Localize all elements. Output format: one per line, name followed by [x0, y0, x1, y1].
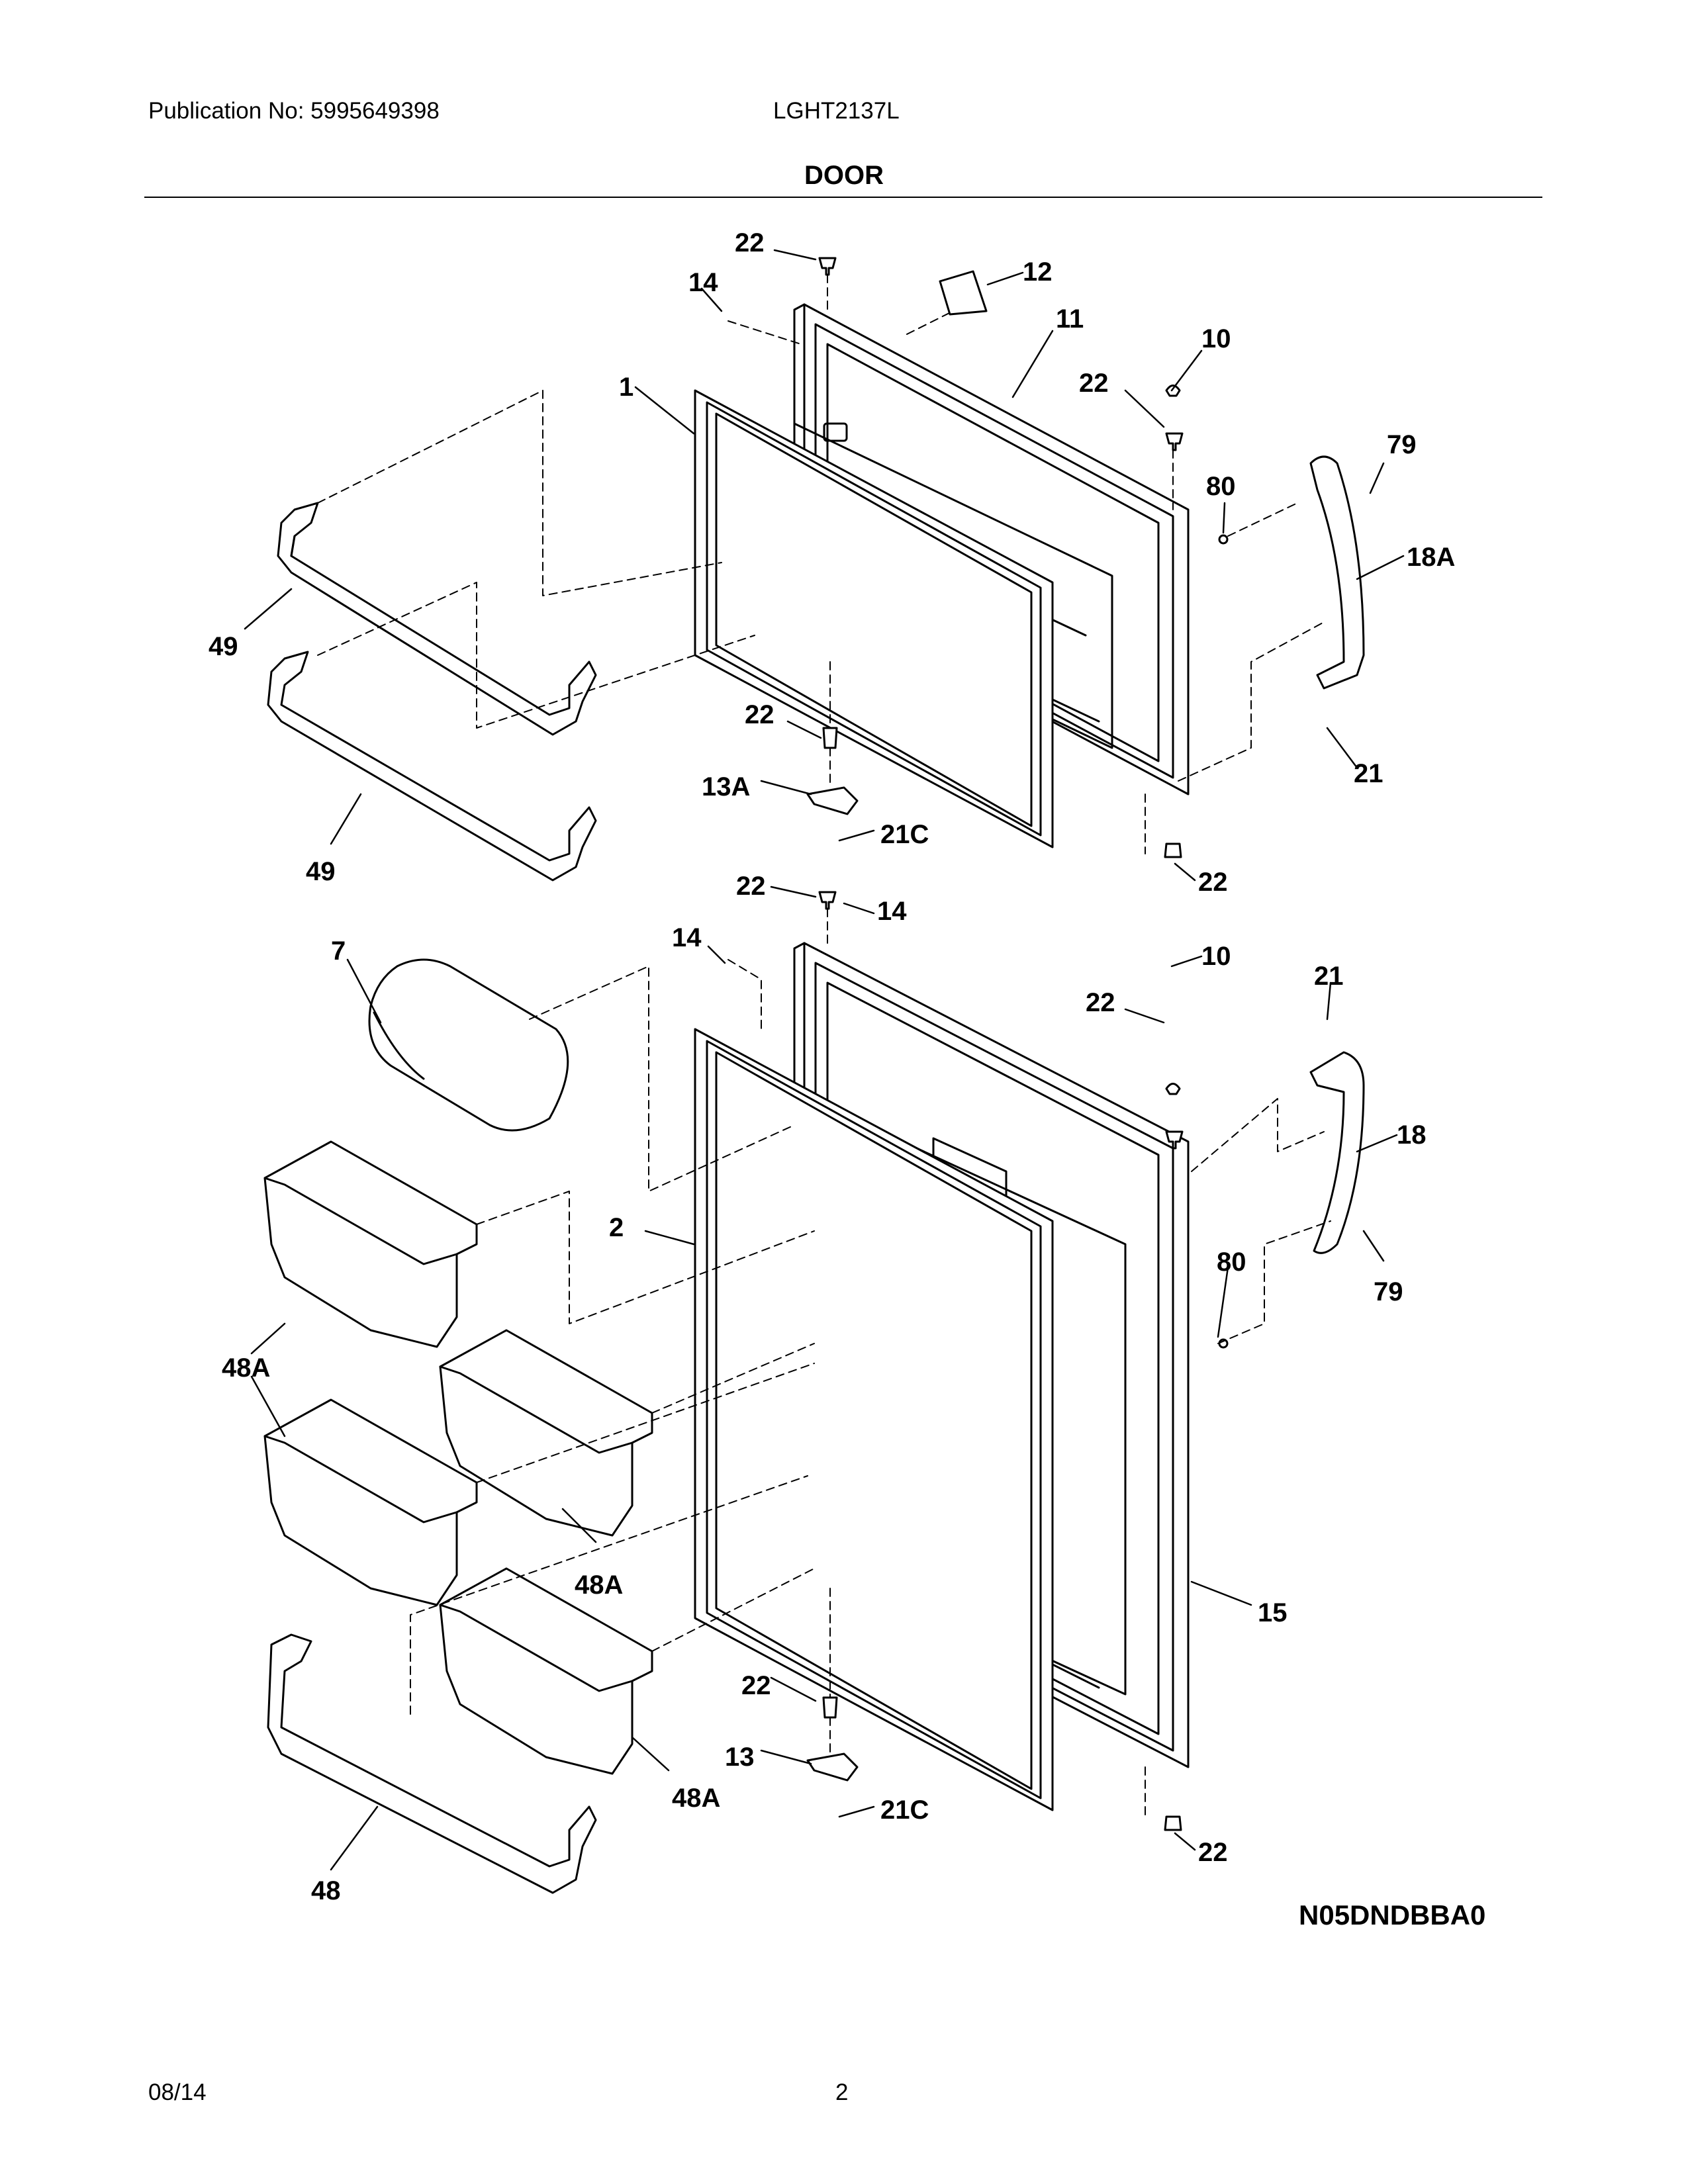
callout-79: 79	[1387, 430, 1417, 459]
door-rack-49-lower	[267, 651, 597, 882]
diagram-code: N05DNDBBA0	[1299, 1899, 1486, 1931]
dairy-bin-7	[368, 958, 569, 1132]
callout-22: 22	[1079, 369, 1109, 398]
callout-21C: 21C	[880, 1796, 929, 1825]
callout-10: 10	[1201, 942, 1231, 971]
trim-12	[939, 270, 988, 316]
door-bin-48A-mid	[439, 1329, 653, 1537]
callout-13A: 13A	[702, 772, 750, 801]
callout-labels: 22 12 14 11 10 1 22 79 80 18A 49 22 21 1…	[209, 228, 1455, 1905]
callout-49: 49	[306, 857, 336, 886]
callout-10: 10	[1201, 324, 1231, 353]
callout-48: 48	[311, 1876, 341, 1905]
callout-18A: 18A	[1407, 543, 1455, 572]
callout-11: 11	[1056, 304, 1084, 334]
publication-number: Publication No: 5995649398	[148, 98, 440, 124]
callout-48A: 48A	[575, 1570, 623, 1600]
callout-14: 14	[672, 923, 702, 952]
leader-lines	[244, 249, 1405, 1871]
door-bin-48A-lower-mid	[439, 1567, 653, 1775]
callout-48A: 48A	[672, 1784, 720, 1813]
callout-18: 18	[1397, 1120, 1427, 1150]
door-bin-48A-upper-left	[263, 1140, 478, 1348]
page-number: 2	[835, 2079, 849, 2105]
assembly-lines	[317, 274, 1331, 1821]
callout-22: 22	[1198, 868, 1228, 897]
door-rack-48	[267, 1633, 597, 1894]
model-number: LGHT2137L	[773, 98, 900, 124]
callout-22: 22	[735, 228, 765, 257]
callout-22: 22	[736, 872, 766, 901]
callout-22: 22	[1198, 1838, 1228, 1867]
callout-80: 80	[1217, 1248, 1246, 1277]
callout-49: 49	[209, 632, 238, 661]
callout-79: 79	[1374, 1277, 1403, 1306]
callout-2: 2	[609, 1213, 624, 1242]
callout-14: 14	[877, 897, 907, 926]
fresh-food-gasket-2	[694, 1028, 1054, 1811]
callout-12: 12	[1023, 257, 1053, 287]
footer-date: 08/14	[148, 2079, 207, 2105]
callout-21: 21	[1354, 759, 1383, 788]
callout-13: 13	[725, 1743, 755, 1772]
door-rack-49-upper	[277, 502, 597, 736]
hinge-13	[806, 1752, 859, 1782]
callout-21: 21	[1314, 962, 1344, 991]
callout-22: 22	[1086, 988, 1115, 1017]
header-divider	[144, 197, 1542, 198]
callout-22: 22	[741, 1671, 771, 1700]
callout-48A: 48A	[222, 1353, 270, 1383]
callout-1: 1	[619, 373, 633, 402]
callout-15: 15	[1258, 1598, 1288, 1627]
callout-22: 22	[745, 700, 774, 729]
callout-7: 7	[331, 936, 346, 966]
callout-80: 80	[1206, 472, 1236, 501]
handle-18A	[1309, 455, 1365, 690]
hinge-13A	[806, 786, 859, 815]
callout-14: 14	[688, 268, 718, 297]
handle-18	[1309, 1051, 1365, 1254]
door-bin-48A-lower-left	[263, 1398, 478, 1606]
page-title: DOOR	[804, 161, 884, 190]
callout-21C: 21C	[880, 820, 929, 849]
